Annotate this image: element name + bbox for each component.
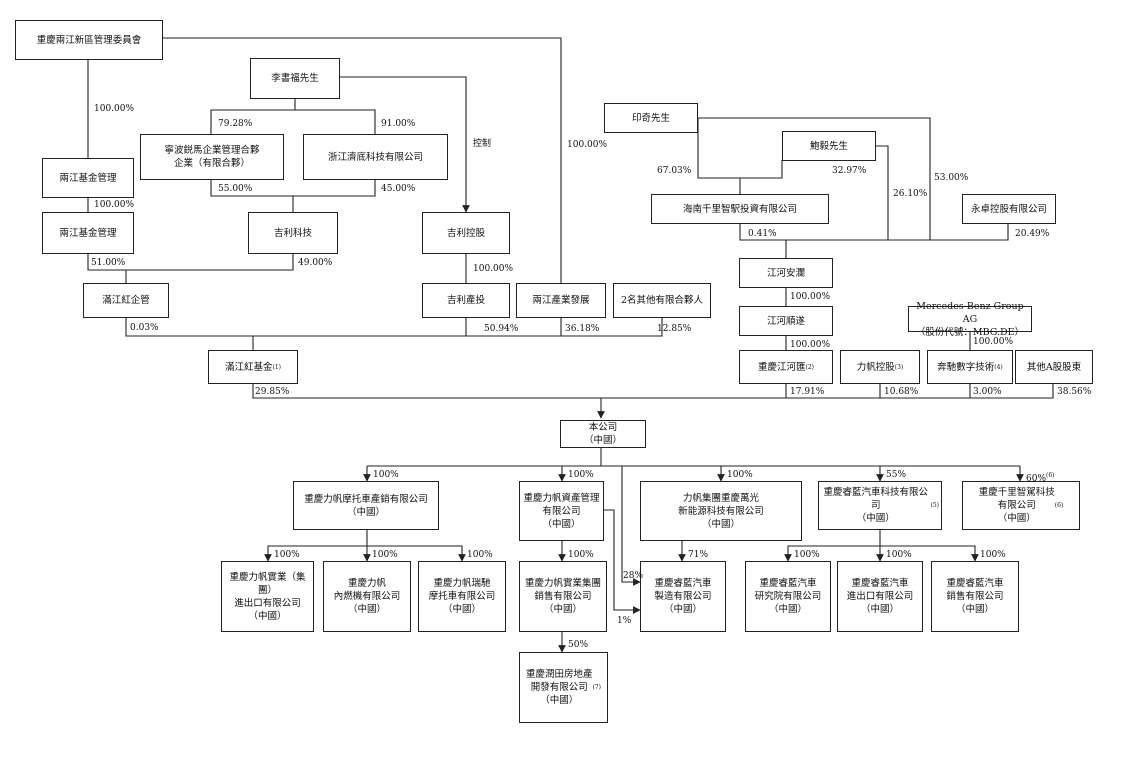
pct-label: 0.41% [748, 229, 777, 239]
pct-label: 17.91% [790, 387, 825, 397]
pct-label: 100.00% [790, 340, 831, 350]
entity-lifan-asset: 重慶力帆資產管理 有限公司 （中國） [519, 481, 604, 541]
entity-geely-industry-invest: 吉利產投 [422, 283, 510, 318]
entity-zhejiang-jidi: 浙江濟底科技有限公司 [303, 134, 448, 180]
pct-label: 100% [794, 550, 820, 560]
pct-label: 20.49% [1015, 229, 1050, 239]
pct-label: 100.00% [94, 200, 135, 210]
pct-label: 55% [886, 470, 907, 480]
pct-label: 32.97% [832, 166, 867, 176]
pct-label: 100% [568, 470, 594, 480]
pct-label: 3.00% [973, 387, 1002, 397]
entity-qianli-smart-drive: 重慶千里智駕科技 有限公司 （中國）(6) [962, 481, 1080, 530]
pct-label: 1% [617, 616, 632, 626]
pct-label: 12.85% [657, 324, 692, 334]
entity-jianghe-anlan: 江河安瀾 [739, 258, 833, 288]
entity-benchi-digital: 奔馳數字技術(4) [927, 350, 1013, 384]
pct-label: 67.03% [657, 166, 692, 176]
footnote-marker: (4) [994, 363, 1003, 371]
entity-company: 本公司 （中國） [560, 420, 646, 448]
pct-label: 55.00% [218, 184, 253, 194]
pct-label: 100% [980, 550, 1006, 560]
pct-label: 100% [372, 550, 398, 560]
pct-label: 100% [373, 470, 399, 480]
pct-label: 71% [688, 550, 709, 560]
entity-cq-jianghe-hui: 重慶江河匯(2) [739, 350, 833, 384]
pct-label: 100% [467, 550, 493, 560]
control-label: 控制 [473, 139, 492, 149]
pct-label: 100.00% [473, 264, 514, 274]
entity-lifan-ice: 重慶力帆 內燃機有限公司 （中國） [323, 561, 411, 632]
entity-yongzhuo: 永卓控股有限公司 [962, 194, 1056, 224]
pct-label: 60%(6) [1026, 472, 1055, 484]
pct-label: 100% [886, 550, 912, 560]
entity-liangjiang-fund-mgmt-2: 兩江基金管理 [42, 212, 134, 254]
entity-liangjiang-committee: 重慶兩江新區管理委員會 [15, 20, 163, 60]
footnote-marker: (6) [1054, 502, 1064, 509]
pct-label: 100% [568, 550, 594, 560]
pct-label: 100.00% [790, 292, 831, 302]
entity-ruilan-auto-tech: 重慶睿藍汽車科技有限公司 （中國）(5) [818, 481, 942, 530]
footnote-marker: (7) [592, 684, 602, 691]
footnote-marker: (3) [894, 363, 904, 371]
pct-label: 100.00% [973, 337, 1014, 347]
entity-mercedes-benz: Mercedes-Benz Group AG （股份代號：MBG.DE） [908, 301, 1032, 338]
pct-label: 50.94% [484, 324, 519, 334]
pct-label: 38.56% [1057, 387, 1092, 397]
entity-geely-tech: 吉利科技 [248, 212, 338, 254]
pct-label: 10.68% [884, 387, 919, 397]
entity-lifan-industry-ie: 重慶力帆實業（集團） 進出口有限公司 （中國） [221, 561, 314, 632]
entity-manjiang-red-fund: 滿江紅基金(1) [208, 350, 298, 384]
entity-jianghe-shunsui: 江河順遂 [739, 306, 833, 336]
entity-ruilan-manufacturing: 重慶睿藍汽車 製造有限公司 （中國） [640, 561, 726, 632]
pct-label: 49.00% [298, 258, 333, 268]
entity-bao-yi: 鮑毅先生 [782, 131, 876, 161]
pct-label: 50% [568, 640, 589, 650]
pct-label: 53.00% [934, 173, 969, 183]
entity-yin-qi: 印奇先生 [604, 103, 698, 133]
pct-label: 0.03% [130, 323, 159, 333]
entity-ningbo-partnership: 寧波鋭馬企業管理合夥 企業（有限合夥） [140, 134, 284, 180]
entity-ruilan-ie: 重慶睿藍汽車 進出口有限公司 （中國） [837, 561, 923, 632]
entity-ruilan-research: 重慶睿藍汽車 研究院有限公司 （中國） [745, 561, 831, 632]
pct-label: 91.00% [381, 119, 416, 129]
pct-label: 100.00% [94, 104, 135, 114]
entity-geely-holding: 吉利控股 [422, 212, 510, 254]
entity-other-a-shareholders: 其他A股股東 [1015, 350, 1093, 384]
entity-lifan-motorcycle: 重慶力帆摩托車產銷有限公司 （中國） [293, 481, 439, 530]
footnote-marker: (1) [272, 363, 282, 371]
pct-label: 28% [623, 571, 644, 581]
entity-hainan-qianli: 海南千里智駅投資有限公司 [651, 194, 829, 224]
entity-liangjiang-industry-dev: 兩江產業發展 [516, 283, 606, 318]
pct-label: 51.00% [91, 258, 126, 268]
pct-label: 45.00% [381, 184, 416, 194]
pct-label: 26.10% [893, 189, 928, 199]
pct-label: 100% [274, 550, 300, 560]
pct-label: 36.18% [565, 324, 600, 334]
entity-runtian-realestate: 重慶潤田房地產 開發有限公司 （中國）(7) [519, 652, 608, 723]
entity-manjiang-red-enterprise: 滿江紅企管 [83, 283, 169, 318]
entity-lifan-ruichi: 重慶力帆瑞馳 摩托車有限公司 （中國） [418, 561, 506, 632]
footnote-marker: (2) [805, 363, 815, 371]
entity-two-other-lps: 2名其他有限合夥人 [613, 283, 711, 318]
entity-li-shufu: 李書福先生 [250, 58, 340, 99]
pct-label: 100.00% [567, 140, 608, 150]
entity-lifan-industry-sales: 重慶力帆實業集團 銷售有限公司 （中國） [519, 561, 607, 632]
entity-liangjiang-fund-mgmt-1: 兩江基金管理 [42, 158, 134, 198]
pct-label: 100% [727, 470, 753, 480]
connector-lines [87, 37, 1054, 653]
entity-lifan-holding: 力帆控股(3) [840, 350, 920, 384]
entity-lifan-group-wanguang: 力帆集團重慶萬光 新能源科技有限公司 （中國） [640, 481, 802, 541]
entity-ruilan-sales: 重慶睿藍汽車 銷售有限公司 （中國） [931, 561, 1019, 632]
pct-label: 79.28% [218, 119, 253, 129]
pct-label: 29.85% [255, 387, 290, 397]
footnote-marker: (5) [930, 502, 940, 509]
